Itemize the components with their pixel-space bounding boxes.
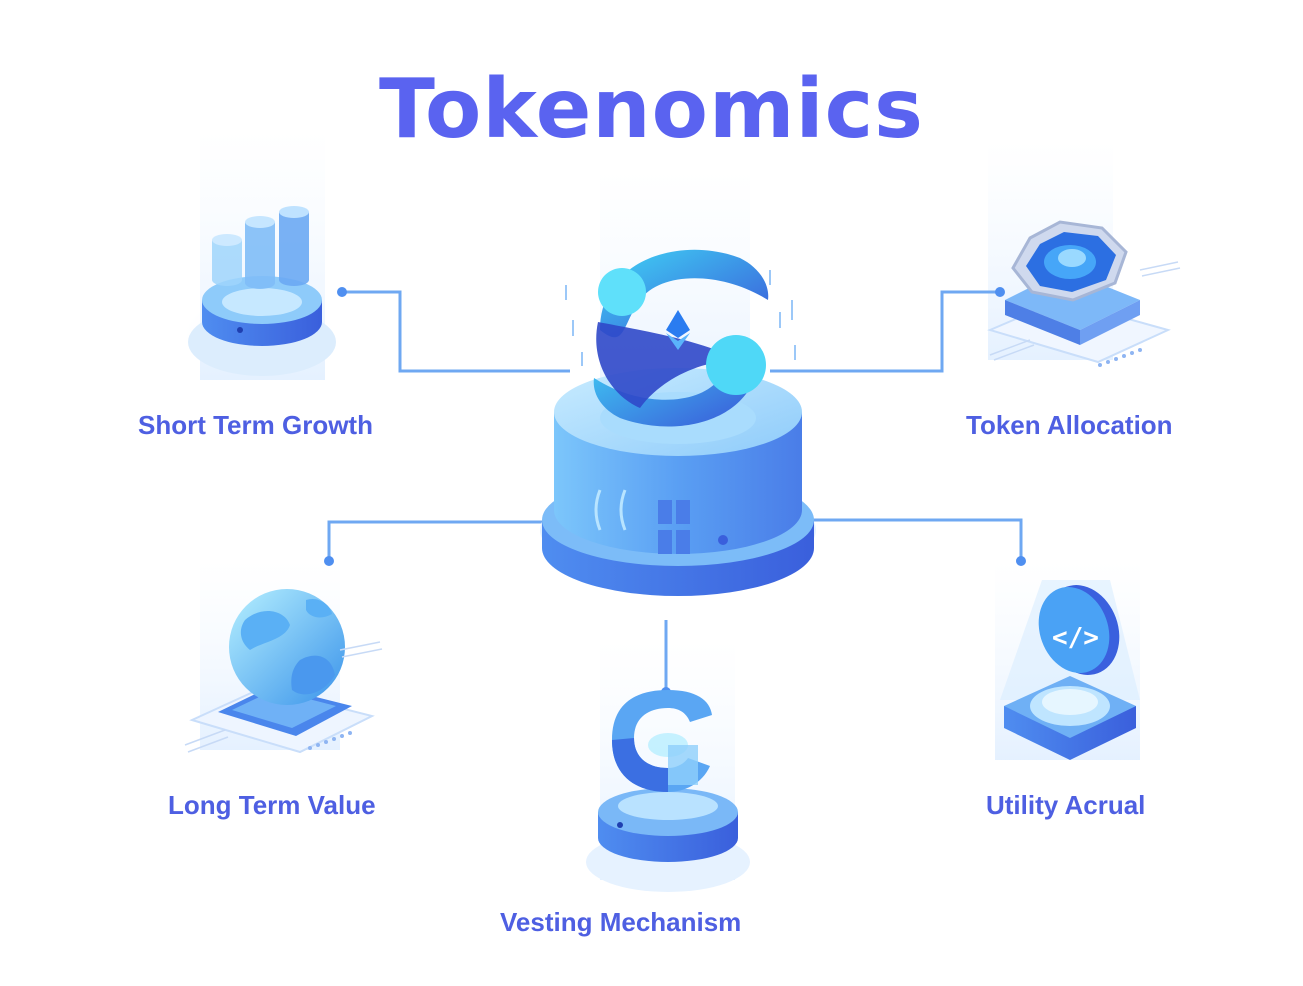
connector-dots [324, 287, 1026, 697]
label-vesting-mechanism: Vesting Mechanism [500, 907, 742, 937]
swirl-logo [593, 249, 769, 427]
globe-icon [184, 589, 383, 754]
connector-utility-acrual [800, 518, 1023, 561]
connectors [327, 290, 1023, 692]
connector-token-allocation [770, 290, 1000, 373]
hexagon-chip-icon [987, 220, 1181, 367]
connector-long-term-value [327, 520, 560, 561]
central-hub [540, 249, 816, 596]
diagram-title: Tokenomics [378, 62, 924, 157]
svg-text:</>: </> [1052, 623, 1099, 653]
ethereum-diamond-icon [666, 310, 690, 350]
bar-chart-cylinders-icon [185, 206, 336, 376]
label-long-term-value: Long Term Value [168, 790, 376, 820]
vesting-ring-icon [586, 690, 750, 892]
label-utility-acrual: Utility Acrual [986, 790, 1146, 820]
label-token-allocation: Token Allocation [966, 410, 1173, 440]
code-coin-icon: </> [1000, 580, 1140, 760]
label-short-term-growth: Short Term Growth [138, 410, 373, 440]
connector-short-term-growth [342, 290, 570, 373]
